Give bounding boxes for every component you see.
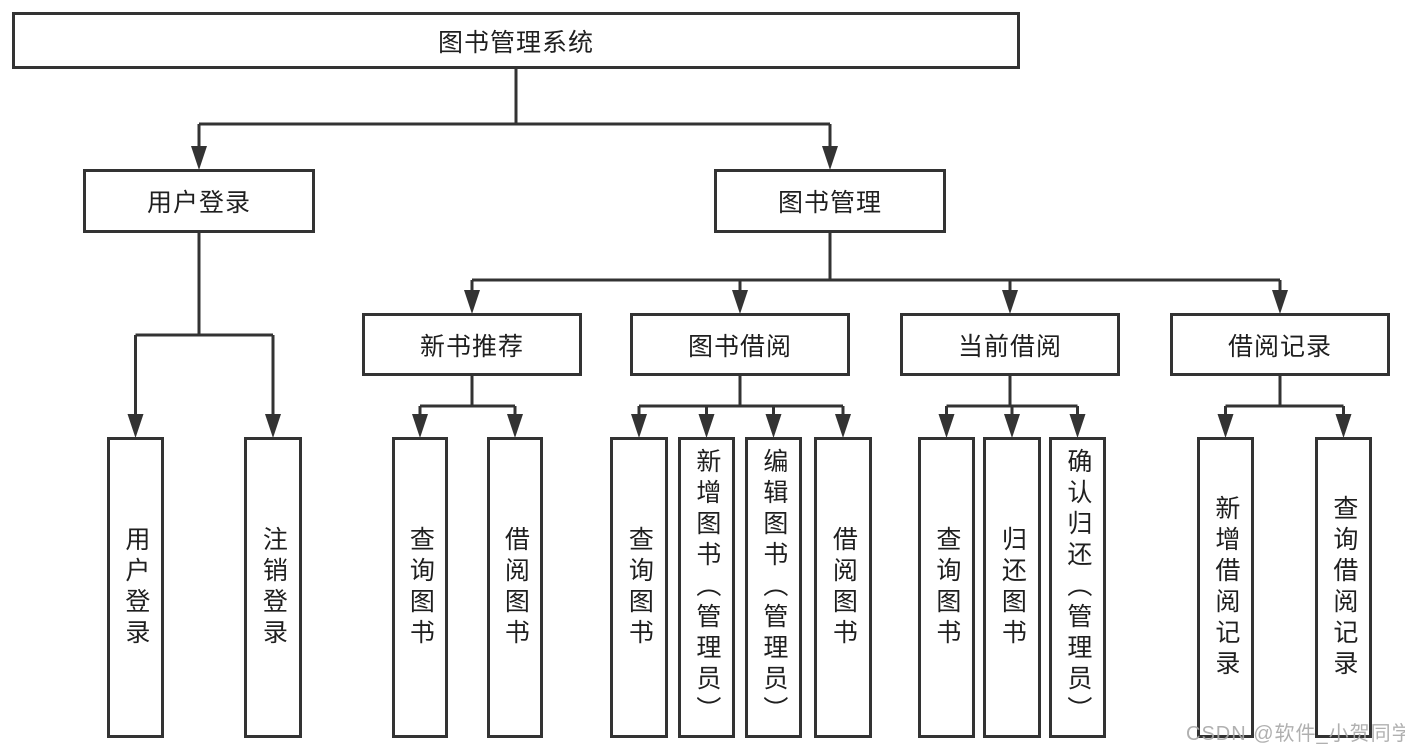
arrowhead-icons	[127, 146, 1352, 438]
node-new-book-recommendation: 新书推荐	[362, 313, 582, 376]
leaf-return-book: 归还图书	[983, 437, 1041, 738]
node-label: 用户登录	[146, 189, 251, 217]
watermark: CSDN @软件_小贺同学	[1186, 723, 1405, 745]
node-label: 确认归还（管理员）	[1063, 448, 1092, 727]
node-current-borrowing: 当前借阅	[900, 313, 1120, 376]
leaf-edit-book-admin: 编辑图书（管理员）	[745, 437, 802, 738]
node-book-management: 图书管理	[714, 169, 946, 233]
node-label: 查询借阅记录	[1329, 494, 1358, 681]
node-borrowing-records: 借阅记录	[1170, 313, 1390, 376]
leaf-confirm-return-admin: 确认归还（管理员）	[1049, 437, 1106, 738]
node-label: 新增借阅记录	[1211, 494, 1240, 681]
node-label: 图书管理	[777, 189, 882, 217]
node-label: 图书借阅	[687, 332, 792, 361]
node-label: 图书管理系统	[437, 28, 594, 57]
leaf-add-borrow-record: 新增借阅记录	[1197, 437, 1254, 738]
leaf-logout: 注销登录	[244, 437, 302, 738]
leaf-query-book-borrowing: 查询图书	[610, 437, 668, 738]
node-user-login: 用户登录	[83, 169, 315, 233]
leaf-borrow-book-borrowing: 借阅图书	[814, 437, 872, 738]
leaf-borrow-book-recommend: 借阅图书	[487, 437, 543, 738]
node-library-system: 图书管理系统	[12, 12, 1020, 69]
node-label: 新增图书（管理员）	[692, 448, 721, 727]
leaf-query-book-recommend: 查询图书	[392, 437, 448, 738]
node-label: 查询图书	[406, 525, 435, 650]
leaf-query-borrow-record: 查询借阅记录	[1315, 437, 1372, 738]
node-label: 用户登录	[121, 525, 150, 650]
node-label: 查询图书	[932, 525, 961, 650]
leaf-user-login: 用户登录	[107, 437, 164, 738]
node-label: 当前借阅	[957, 332, 1062, 361]
leaf-query-book-current: 查询图书	[918, 437, 975, 738]
connector-edges	[134, 69, 1345, 418]
node-label: 注销登录	[259, 525, 288, 650]
node-label: 归还图书	[998, 525, 1027, 650]
node-label: 新书推荐	[419, 332, 524, 361]
node-label: 查询图书	[625, 525, 654, 650]
leaf-add-book-admin: 新增图书（管理员）	[678, 437, 735, 738]
node-label: 借阅图书	[501, 525, 530, 650]
node-book-borrowing: 图书借阅	[630, 313, 850, 376]
node-label: 借阅记录	[1227, 332, 1332, 361]
node-label: 编辑图书（管理员）	[759, 448, 788, 727]
node-label: 借阅图书	[829, 525, 858, 650]
